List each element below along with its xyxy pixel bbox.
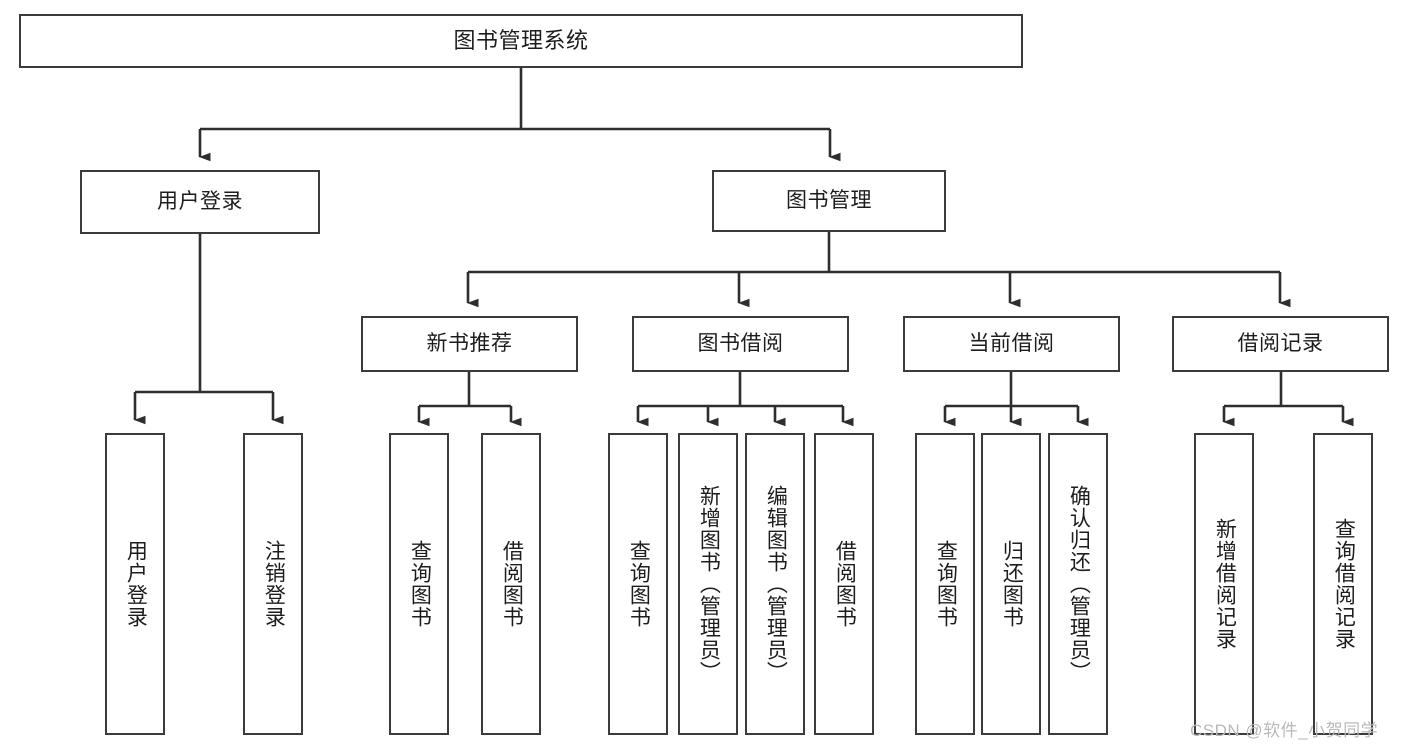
leaf-user-login-login[interactable]: 用户登录: [105, 433, 165, 735]
node-label: 用户登录: [124, 540, 148, 628]
leaf-user-login-logout[interactable]: 注销登录: [243, 433, 303, 735]
node-root-book-management-system[interactable]: 图书管理系统: [19, 14, 1023, 68]
node-label: 新书推荐: [426, 331, 513, 355]
node-book-management[interactable]: 图书管理: [712, 170, 946, 232]
leaf-current-borrow-return-book[interactable]: 归还图书: [981, 433, 1041, 735]
leaf-book-borrow-add-book-admin[interactable]: 新增图书（管理员）: [678, 433, 738, 735]
node-label: 图书借阅: [697, 331, 784, 355]
node-label: 归还图书: [1000, 540, 1024, 628]
leaf-new-book-borrow-book[interactable]: 借阅图书: [481, 433, 541, 735]
node-label: 查询图书: [627, 540, 651, 628]
node-label: 图书管理: [786, 188, 872, 212]
watermark-text: CSDN @软件_小贺同学: [1190, 721, 1379, 740]
node-label: 编辑图书（管理员）: [764, 485, 788, 683]
node-label: 用户登录: [157, 189, 243, 213]
node-label: 注销登录: [262, 540, 286, 628]
leaf-current-borrow-confirm-return-admin[interactable]: 确认归还（管理员）: [1048, 433, 1108, 735]
node-label: 借阅记录: [1237, 331, 1324, 355]
leaf-borrow-record-query-record[interactable]: 查询借阅记录: [1313, 433, 1373, 735]
node-label: 查询图书: [934, 540, 958, 628]
node-label: 查询图书: [408, 540, 432, 628]
node-label: 新增图书（管理员）: [697, 485, 721, 683]
leaf-book-borrow-borrow-book[interactable]: 借阅图书: [814, 433, 874, 735]
node-new-book-recommend[interactable]: 新书推荐: [361, 316, 578, 372]
leaf-current-borrow-query-book[interactable]: 查询图书: [915, 433, 975, 735]
node-label: 图书管理系统: [453, 28, 589, 54]
node-label: 借阅图书: [500, 540, 524, 628]
node-current-borrow[interactable]: 当前借阅: [903, 316, 1120, 372]
node-label: 查询借阅记录: [1332, 518, 1356, 650]
leaf-new-book-query-book[interactable]: 查询图书: [389, 433, 449, 735]
leaf-borrow-record-add-record[interactable]: 新增借阅记录: [1194, 433, 1254, 735]
node-label: 确认归还（管理员）: [1067, 485, 1091, 683]
node-label: 借阅图书: [833, 540, 857, 628]
leaf-book-borrow-edit-book-admin[interactable]: 编辑图书（管理员）: [745, 433, 805, 735]
leaf-book-borrow-query-book[interactable]: 查询图书: [608, 433, 668, 735]
node-borrow-record[interactable]: 借阅记录: [1172, 316, 1389, 372]
node-label: 当前借阅: [968, 331, 1055, 355]
node-label: 新增借阅记录: [1213, 518, 1237, 650]
node-user-login[interactable]: 用户登录: [80, 170, 320, 234]
node-book-borrow[interactable]: 图书借阅: [632, 316, 849, 372]
